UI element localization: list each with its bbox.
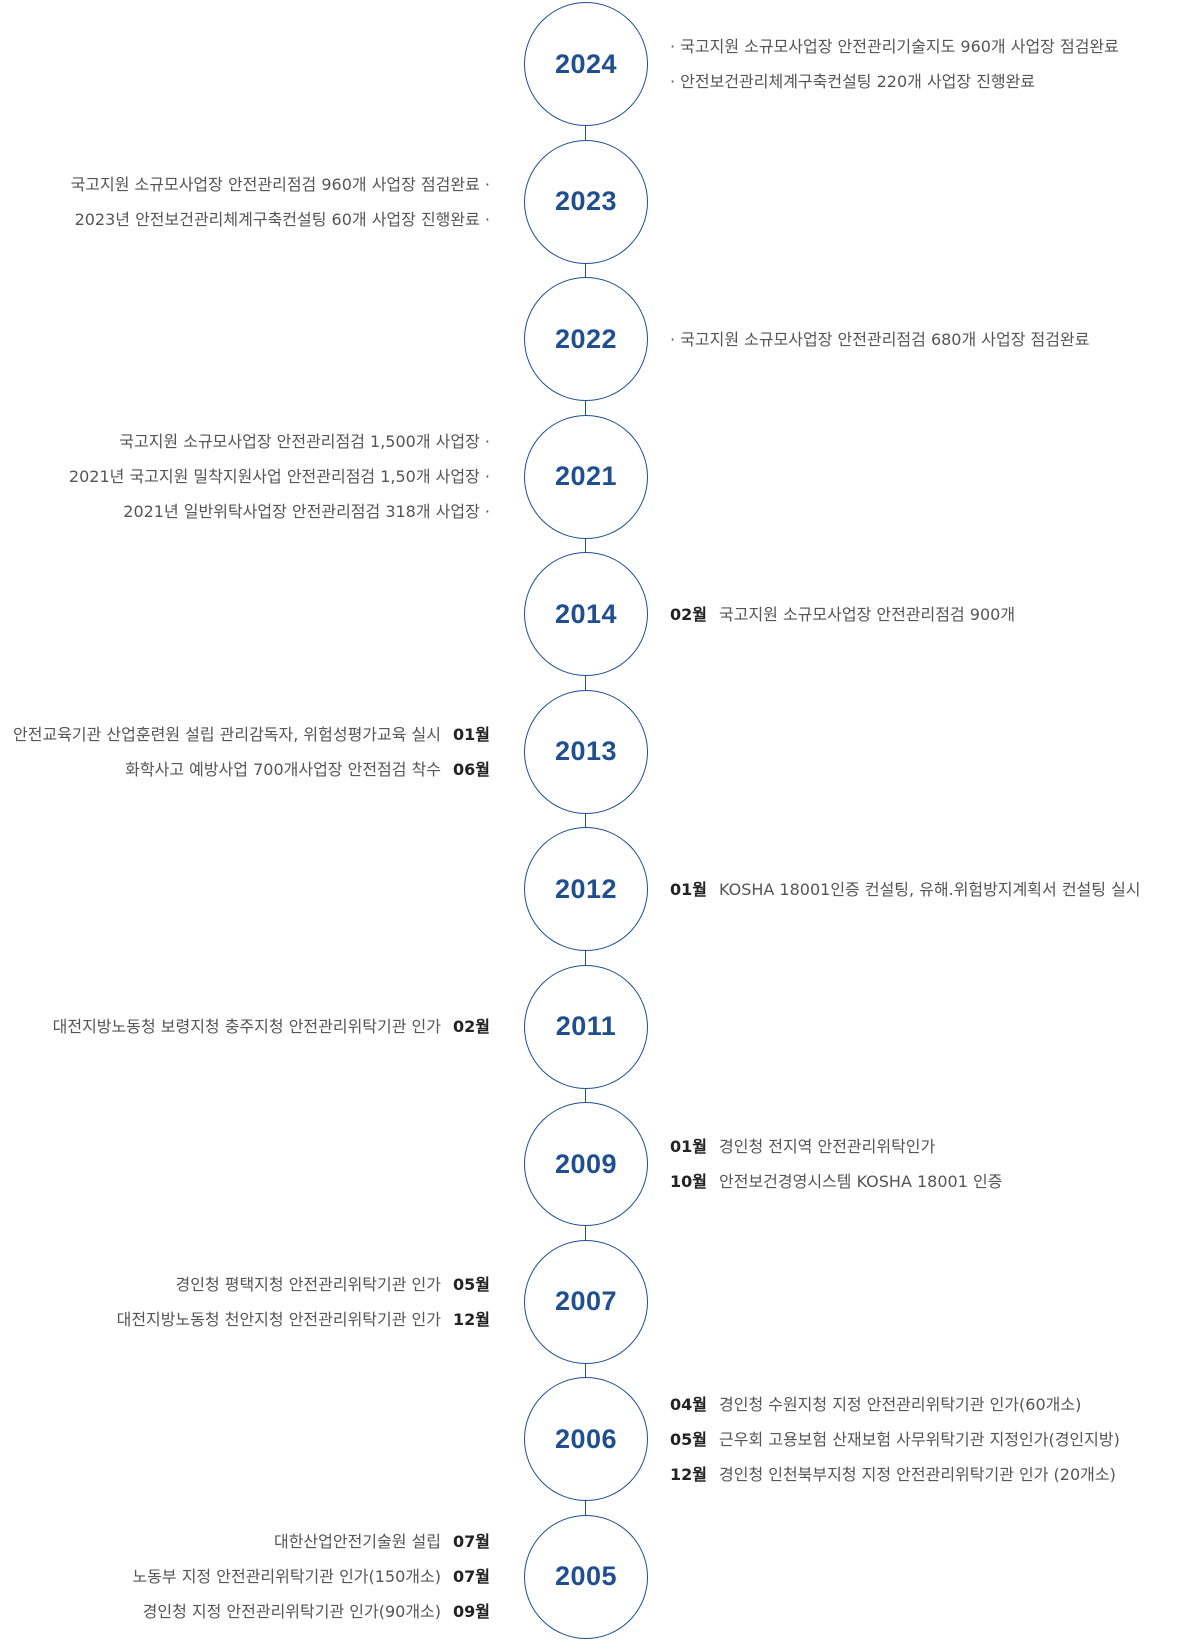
year-label: 2013	[554, 736, 618, 766]
event-text: 근우회 고용보험 산재보험 사무위탁기관 지정인가(경인지방)	[719, 1429, 1120, 1449]
year-label: 2012	[554, 873, 618, 904]
event-text: 대한산업안전기술원 설립	[273, 1532, 441, 1551]
event-item: 대한산업안전기술원 설립 07월	[132, 1524, 490, 1559]
year-node-2011: 2011	[524, 964, 648, 1089]
event-item: 국고지원 소규모사업장 안전관리점검 960개 사업장 점검완료 ·	[71, 167, 490, 202]
event-month: 04월	[670, 1394, 707, 1414]
year-label: 2011	[555, 1011, 617, 1041]
events-2011: 대전지방노동청 보령지청 충주지청 안전관리위탁기관 인가 02월	[53, 1009, 490, 1044]
event-item: 안전교육기관 산업훈련원 설립 관리감독자, 위험성평가교육 실시 01월	[13, 717, 490, 752]
event-month: 06월	[453, 759, 490, 779]
events-2023: 국고지원 소규모사업장 안전관리점검 960개 사업장 점검완료 · 2023년 …	[71, 167, 490, 237]
year-node-2012: 2012	[524, 827, 648, 951]
event-item: 02월 국고지원 소규모사업장 안전관리점검 900개	[670, 597, 1015, 632]
events-2024: · 국고지원 소규모사업장 안전관리기술지도 960개 사업장 점검완료 · 안전…	[670, 29, 1119, 99]
year-node-2022: 2022	[524, 277, 648, 401]
event-text: 국고지원 소규모사업장 안전관리점검 1,500개 사업장 ·	[119, 432, 490, 451]
event-item: 2021년 일반위탁사업장 안전관리점검 318개 사업장 ·	[69, 494, 490, 529]
events-2006: 04월 경인청 수원지청 지정 안전관리위탁기관 인가(60개소) 05월 근우회 고…	[670, 1387, 1120, 1492]
event-item: 화학사고 예방사업 700개사업장 안전점검 착수 06월	[13, 752, 490, 787]
event-month: 12월	[670, 1464, 707, 1484]
year-label: 2005	[554, 1561, 618, 1591]
event-text: KOSHA 18001인증 컨설팅, 유해.위험방지계획서 컨설팅 실시	[719, 879, 1141, 899]
year-node-2006: 2006	[524, 1377, 648, 1501]
year-label: 2022	[554, 323, 618, 354]
event-text: 경인청 평택지청 안전관리위탁기관 인가	[175, 1274, 442, 1294]
event-item: · 안전보건관리체계구축컨설팅 220개 사업장 진행완료	[670, 64, 1119, 99]
event-text: · 국고지원 소규모사업장 안전관리기술지도 960개 사업장 점검완료	[670, 37, 1119, 56]
event-text: 안전보건경영시스템 KOSHA 18001 인증	[719, 1172, 1003, 1191]
year-label: 2024	[554, 48, 618, 79]
year-node-2005: 2005	[524, 1514, 648, 1639]
event-text: 2021년 일반위탁사업장 안전관리점검 318개 사업장 ·	[123, 502, 490, 521]
event-item: 10월 안전보건경영시스템 KOSHA 18001 인증	[670, 1164, 1002, 1199]
event-month: 02월	[670, 604, 707, 624]
year-node-2024: 2024	[524, 2, 648, 126]
year-node-2009: 2009	[524, 1102, 648, 1226]
year-node-2021: 2021	[524, 414, 648, 539]
events-2022: · 국고지원 소규모사업장 안전관리점검 680개 사업장 점검완료	[670, 322, 1089, 357]
year-node-2013: 2013	[524, 689, 648, 814]
event-text: 대전지방노동청 천안지청 안전관리위탁기관 인가	[116, 1309, 441, 1329]
event-month: 12월	[453, 1309, 490, 1329]
event-text: 경인청 수원지청 지정 안전관리위탁기관 인가(60개소)	[719, 1394, 1082, 1414]
event-month: 05월	[453, 1274, 490, 1294]
event-text: 2021년 국고지원 밀착지원사업 안전관리점검 1,50개 사업장 ·	[68, 467, 490, 486]
event-item: 05월 근우회 고용보험 산재보험 사무위탁기관 지정인가(경인지방)	[670, 1422, 1120, 1457]
event-text: 대전지방노동청 보령지청 충주지청 안전관리위탁기관 인가	[52, 1017, 441, 1036]
event-text: 경인청 전지역 안전관리위탁인가	[719, 1137, 936, 1156]
event-text: 노동부 지정 안전관리위탁기관 인가(150개소)	[132, 1567, 441, 1586]
event-text: 화학사고 예방사업 700개사업장 안전점검 착수	[125, 759, 441, 779]
event-text: 경인청 인천북부지청 지정 안전관리위탁기관 인가 (20개소)	[719, 1464, 1116, 1484]
event-month: 07월	[453, 1532, 490, 1551]
event-month: 01월	[670, 1137, 707, 1156]
year-label: 2023	[554, 186, 618, 216]
event-item: 대전지방노동청 보령지청 충주지청 안전관리위탁기관 인가 02월	[53, 1009, 490, 1044]
year-node-2023: 2023	[524, 139, 648, 264]
event-item: 국고지원 소규모사업장 안전관리점검 1,500개 사업장 ·	[69, 424, 490, 459]
event-item: · 국고지원 소규모사업장 안전관리점검 680개 사업장 점검완료	[670, 322, 1089, 357]
events-2012: 01월 KOSHA 18001인증 컨설팅, 유해.위험방지계획서 컨설팅 실시	[670, 872, 1141, 907]
event-month: 09월	[453, 1602, 490, 1621]
event-month: 05월	[670, 1429, 707, 1449]
event-month: 01월	[453, 724, 490, 744]
year-label: 2007	[554, 1286, 618, 1316]
events-2014: 02월 국고지원 소규모사업장 안전관리점검 900개	[670, 597, 1015, 632]
event-item: 01월 KOSHA 18001인증 컨설팅, 유해.위험방지계획서 컨설팅 실시	[670, 872, 1141, 907]
event-item: 경인청 평택지청 안전관리위탁기관 인가 05월	[117, 1267, 491, 1302]
event-month: 02월	[453, 1017, 490, 1036]
event-item: 12월 경인청 인천북부지청 지정 안전관리위탁기관 인가 (20개소)	[670, 1457, 1120, 1492]
year-label: 2021	[554, 461, 618, 491]
year-node-2007: 2007	[524, 1239, 648, 1364]
year-label: 2009	[554, 1148, 618, 1179]
event-item: 대전지방노동청 천안지청 안전관리위탁기관 인가 12월	[117, 1302, 490, 1337]
timeline-axis-line	[585, 60, 586, 1580]
event-text: 2023년 안전보건관리체계구축컨설팅 60개 사업장 진행완료 ·	[74, 209, 490, 229]
event-text: · 국고지원 소규모사업장 안전관리점검 680개 사업장 점검완료	[670, 329, 1090, 349]
event-month: 01월	[670, 879, 707, 899]
event-text: 국고지원 소규모사업장 안전관리점검 960개 사업장 점검완료 ·	[70, 174, 490, 194]
year-label: 2014	[554, 598, 618, 629]
events-2009: 01월 경인청 전지역 안전관리위탁인가 10월 안전보건경영시스템 KOSHA 18…	[670, 1129, 1002, 1199]
event-item: · 국고지원 소규모사업장 안전관리기술지도 960개 사업장 점검완료	[670, 29, 1119, 64]
event-item: 2023년 안전보건관리체계구축컨설팅 60개 사업장 진행완료 ·	[71, 202, 490, 237]
event-item: 경인청 지정 안전관리위탁기관 인가(90개소) 09월	[132, 1594, 490, 1629]
event-item: 04월 경인청 수원지청 지정 안전관리위탁기관 인가(60개소)	[670, 1387, 1120, 1422]
event-text: 경인청 지정 안전관리위탁기관 인가(90개소)	[142, 1602, 441, 1621]
event-item: 2021년 국고지원 밀착지원사업 안전관리점검 1,50개 사업장 ·	[69, 459, 490, 494]
event-item: 01월 경인청 전지역 안전관리위탁인가	[670, 1129, 1002, 1164]
events-2021: 국고지원 소규모사업장 안전관리점검 1,500개 사업장 · 2021년 국고지…	[69, 424, 490, 529]
year-label: 2006	[554, 1423, 618, 1454]
year-node-2014: 2014	[524, 552, 648, 676]
event-text: 국고지원 소규모사업장 안전관리점검 900개	[719, 604, 1016, 624]
event-text: · 안전보건관리체계구축컨설팅 220개 사업장 진행완료	[670, 72, 1036, 91]
event-item: 노동부 지정 안전관리위탁기관 인가(150개소) 07월	[132, 1559, 490, 1594]
event-text: 안전교육기관 산업훈련원 설립 관리감독자, 위험성평가교육 실시	[13, 724, 441, 744]
event-month: 10월	[670, 1172, 707, 1191]
event-month: 07월	[453, 1567, 490, 1586]
